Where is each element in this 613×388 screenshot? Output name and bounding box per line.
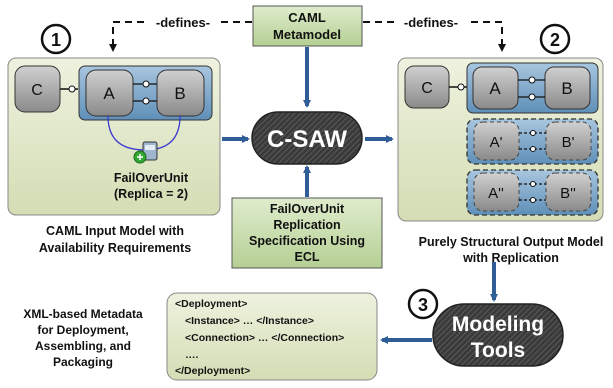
svg-text:A'': A'' — [488, 185, 504, 202]
input-caption-line1: CAML Input Model with — [46, 224, 184, 238]
svg-text:Packaging: Packaging — [53, 355, 113, 369]
svg-text:2: 2 — [550, 30, 560, 50]
step-3-badge: 3 — [407, 288, 439, 320]
svg-text:….: …. — [185, 349, 199, 361]
xml-code-box: <Deployment> <Instance> … </Instance> <C… — [166, 292, 378, 381]
svg-text:FailOverUnit: FailOverUnit — [270, 202, 345, 216]
svg-text:B: B — [561, 79, 572, 98]
svg-text:XML-based Metadata: XML-based Metadata — [23, 307, 143, 321]
defines-label-right: -defines- — [404, 15, 458, 30]
step-1-badge: 1 — [40, 23, 72, 55]
caml-metamodel-box: CAML Metamodel — [252, 5, 363, 47]
failover-unit-label: FailOverUnit — [114, 171, 189, 185]
svg-text:Assembling, and: Assembling, and — [35, 339, 131, 353]
svg-text:A': A' — [490, 134, 503, 151]
svg-text:C-SAW: C-SAW — [267, 126, 347, 153]
replica1-component-a — [473, 121, 520, 161]
replica2-component-b — [545, 172, 592, 212]
output-caption-line2: with Replication — [462, 251, 559, 265]
svg-text:<Instance> … </Instance>: <Instance> … </Instance> — [185, 315, 314, 327]
svg-text:C: C — [421, 80, 433, 97]
out-component-a — [472, 66, 519, 110]
svg-text:Modeling: Modeling — [452, 313, 544, 336]
svg-text:1: 1 — [51, 30, 61, 50]
replica1-component-b — [545, 121, 592, 161]
failover-unit-icon — [133, 141, 158, 164]
modeling-tools: Modeling Tools — [432, 303, 564, 367]
svg-text:<Connection> … </Connection>: <Connection> … </Connection> — [185, 332, 344, 344]
svg-text:3: 3 — [418, 295, 428, 315]
defines-connector-right — [363, 21, 506, 52]
svg-text:C: C — [31, 82, 43, 99]
svg-text:CAML: CAML — [288, 10, 326, 25]
svg-text:Tools: Tools — [471, 339, 525, 362]
replica2-component-a — [473, 172, 520, 212]
step-2-badge: 2 — [539, 23, 571, 55]
replication-spec-box: FailOverUnit Replication Specification U… — [231, 197, 383, 269]
svg-text:<Deployment>: <Deployment> — [175, 298, 247, 310]
svg-text:Specification Using: Specification Using — [249, 234, 365, 248]
svg-text:A: A — [489, 79, 501, 98]
out-component-b — [544, 66, 591, 110]
svg-text:Replication: Replication — [273, 218, 340, 232]
output-model-panel: C A B A' B' A'' B'' — [397, 57, 604, 222]
svg-text:Metamodel: Metamodel — [273, 27, 341, 42]
svg-text:B: B — [174, 84, 185, 103]
defines-connector-left — [109, 21, 252, 52]
svg-text:B': B' — [562, 134, 575, 151]
xml-metadata-caption: XML-based Metadata for Deployment, Assem… — [23, 307, 143, 369]
svg-text:B'': B'' — [560, 185, 576, 202]
svg-text:for Deployment,: for Deployment, — [37, 323, 128, 337]
svg-text:ECL: ECL — [295, 250, 320, 264]
svg-text:A: A — [103, 84, 115, 103]
input-model-panel: C A B FailOverUnit (Replica = 2) — [7, 57, 221, 216]
defines-label-left: -defines- — [156, 15, 210, 30]
component-a — [85, 69, 134, 117]
svg-text:</Deployment>: </Deployment> — [175, 365, 250, 377]
replica-label: (Replica = 2) — [114, 187, 188, 201]
input-caption-line2: Availability Requirements — [39, 241, 191, 255]
csaw-engine: C-SAW — [251, 111, 363, 165]
output-caption-line1: Purely Structural Output Model — [419, 235, 604, 249]
